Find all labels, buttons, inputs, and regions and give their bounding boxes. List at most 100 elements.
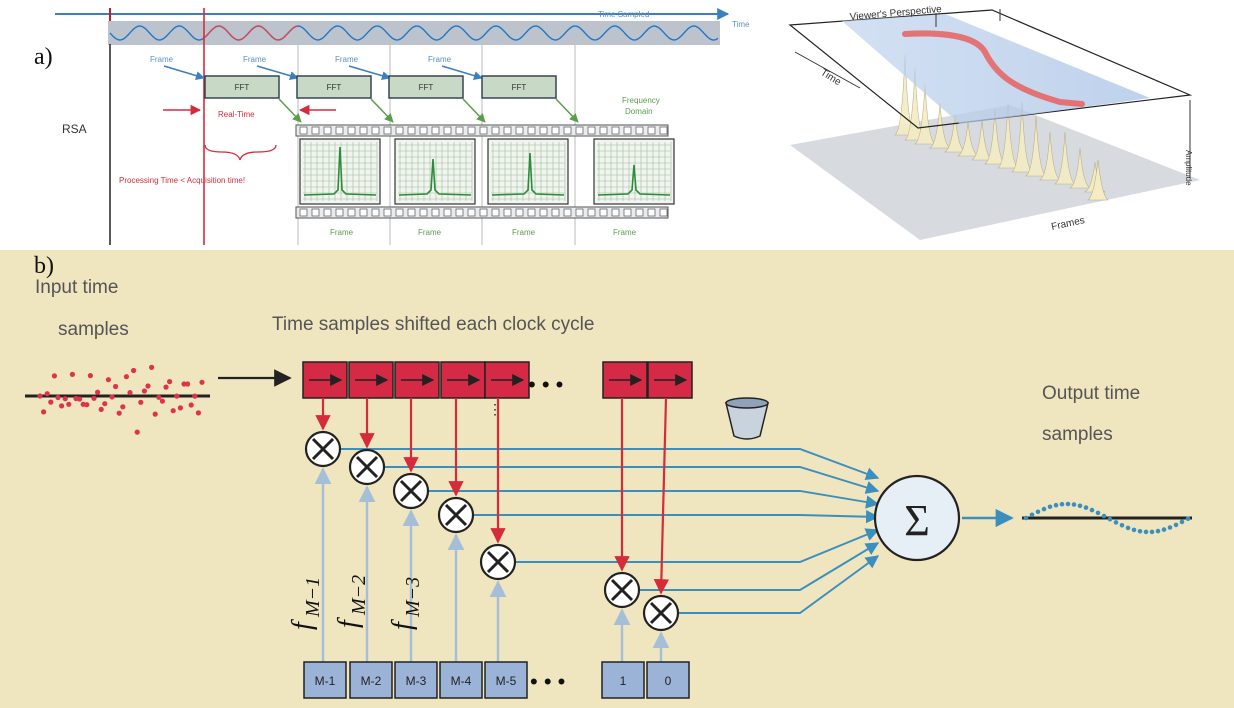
coefficient-label: M-3 bbox=[406, 674, 427, 688]
spectrum-peak bbox=[1038, 131, 1062, 181]
output-sample-dot bbox=[1179, 519, 1185, 525]
film-hole bbox=[575, 208, 584, 217]
coefficient-cell bbox=[439, 661, 483, 699]
output-sample-dot bbox=[1053, 502, 1059, 508]
coefficient-label: 1 bbox=[620, 674, 627, 688]
film-hole bbox=[503, 208, 512, 217]
input-sample-dot bbox=[41, 409, 47, 415]
coefficient-cell bbox=[646, 661, 690, 699]
fft-box bbox=[388, 75, 464, 99]
frequency-label: fM−1 bbox=[287, 577, 324, 630]
multiplier-cross bbox=[311, 437, 335, 461]
tap-arrow bbox=[653, 397, 670, 595]
product-arrow bbox=[516, 528, 880, 563]
spectrum-peak bbox=[1087, 159, 1109, 201]
input-sample-dot bbox=[120, 404, 126, 410]
coefficient-label: M-2 bbox=[361, 674, 382, 688]
input-sample-dot bbox=[98, 406, 104, 412]
input-sample-dot bbox=[145, 383, 151, 389]
film-hole bbox=[371, 208, 380, 217]
output-sample-dot bbox=[1071, 502, 1077, 507]
input-sample-dot bbox=[141, 388, 147, 394]
film-hole bbox=[407, 126, 416, 135]
film-hole bbox=[383, 208, 392, 217]
frequency-label: fM−2 bbox=[333, 575, 370, 628]
input-label-1: Input time bbox=[35, 277, 118, 298]
frequency-subscript: M−1 bbox=[302, 577, 324, 618]
input-sample-dot bbox=[116, 410, 122, 416]
realtime-brace bbox=[204, 144, 277, 161]
input-sample-dot bbox=[192, 393, 198, 399]
film-hole bbox=[659, 126, 668, 135]
input-sample-dot bbox=[66, 401, 72, 407]
input-sample-dot bbox=[109, 394, 115, 400]
output-sample-dot bbox=[1149, 529, 1155, 535]
film-hole bbox=[443, 126, 452, 135]
film-hole bbox=[407, 208, 416, 217]
film-hole bbox=[491, 126, 500, 135]
product-arrow bbox=[429, 490, 880, 509]
film-hole bbox=[479, 208, 488, 217]
spectrum-frames bbox=[299, 138, 675, 205]
input-sample-dot bbox=[69, 371, 75, 377]
film-hole bbox=[299, 208, 308, 217]
input-sample-dot bbox=[159, 398, 165, 404]
film-hole bbox=[467, 208, 476, 217]
product-arrow bbox=[385, 466, 880, 494]
output-sample-dot bbox=[1047, 504, 1053, 510]
input-sample-dot bbox=[188, 402, 194, 408]
output-sample-dot bbox=[1101, 513, 1107, 519]
film-hole bbox=[647, 208, 656, 217]
spectrum-trace bbox=[398, 158, 472, 196]
output-sample-dot bbox=[1173, 522, 1179, 528]
output-sample-dot bbox=[1095, 510, 1101, 516]
film-hole bbox=[311, 126, 320, 135]
film-hole bbox=[455, 208, 464, 217]
coefficient-cell bbox=[484, 661, 528, 699]
cup-icon bbox=[725, 402, 769, 440]
frequency-labels: fM−1fM−2 fM−3 bbox=[287, 575, 424, 630]
time-3d-axis bbox=[794, 51, 861, 89]
film-hole bbox=[611, 208, 620, 217]
shift-caption: Time samples shifted each clock cycle bbox=[272, 314, 594, 335]
coefficient-label: M-5 bbox=[496, 674, 517, 688]
film-hole bbox=[491, 208, 500, 217]
film-hole bbox=[335, 126, 344, 135]
frequency-subscript: M−2 bbox=[348, 575, 370, 616]
amplitude-3d-label: Amplitude bbox=[1184, 150, 1193, 186]
product-arrow bbox=[341, 448, 880, 481]
fft-output-arrow bbox=[555, 98, 579, 123]
spectrogram-floor bbox=[790, 105, 1200, 240]
film-hole bbox=[527, 208, 536, 217]
film-hole bbox=[383, 126, 392, 135]
output-label-2: samples bbox=[1042, 424, 1113, 445]
product-arrow bbox=[474, 510, 880, 524]
input-sample-dot bbox=[185, 381, 191, 387]
film-hole bbox=[599, 126, 608, 135]
fft-output-arrow bbox=[462, 98, 486, 123]
frame-arrow bbox=[163, 65, 205, 80]
panel-b-label: b) bbox=[34, 253, 54, 279]
film-hole bbox=[539, 126, 548, 135]
output-sample-dot bbox=[1113, 520, 1119, 525]
rsa-label: RSA bbox=[62, 122, 87, 136]
frame-arrow bbox=[256, 65, 299, 81]
input-label-2: samples bbox=[58, 319, 129, 340]
coefficient-label: M-1 bbox=[315, 674, 336, 688]
film-hole bbox=[563, 208, 572, 217]
film-hole bbox=[623, 126, 632, 135]
input-sample-dot bbox=[44, 391, 50, 397]
input-sample-dot bbox=[95, 389, 101, 395]
film-hole bbox=[515, 208, 524, 217]
input-sample-dot bbox=[134, 429, 140, 435]
output-label-1: Output time bbox=[1042, 383, 1140, 404]
cup-rim bbox=[725, 397, 769, 409]
input-sample-dot bbox=[123, 374, 129, 380]
panel-b: b) Input time samples Time samples shift… bbox=[0, 250, 1234, 708]
frequency-label: fM−3 bbox=[387, 577, 424, 630]
bottom-frame-label: Frame bbox=[512, 228, 536, 237]
fft-box bbox=[204, 75, 280, 99]
input-sample-dot bbox=[127, 390, 133, 396]
